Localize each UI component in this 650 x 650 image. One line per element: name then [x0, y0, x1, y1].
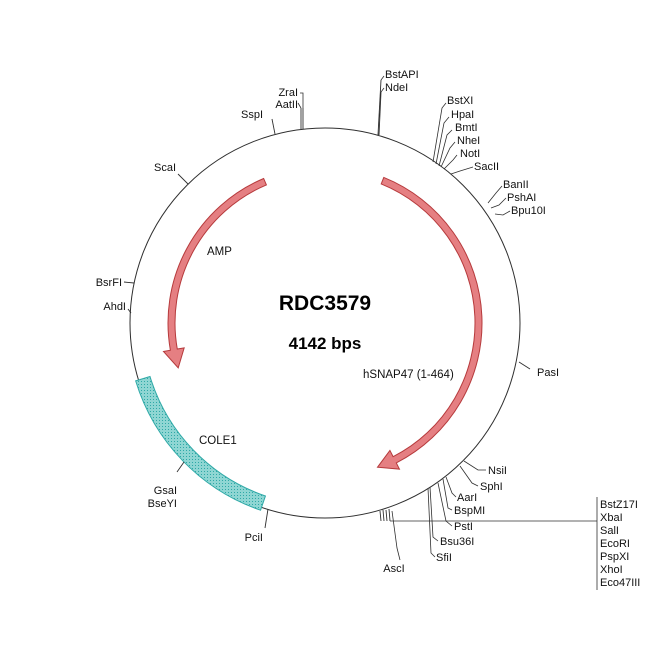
site-leader-bspmi [442, 478, 453, 511]
plasmid-size: 4142 bps [289, 334, 362, 353]
site-label-bseyi: BseYI [148, 498, 177, 510]
site-tick-sspi [271, 118, 276, 135]
feature-label-hsnap47: hSNAP47 (1-464) [363, 369, 454, 381]
site-leader-bmti [438, 129, 453, 167]
site-tick-pasi [518, 361, 531, 370]
site-label-bstz17i: BstZ17I [600, 499, 638, 511]
site-leader-aari [445, 476, 457, 498]
site-leader-ndei [380, 87, 385, 93]
site-tick-mcs-4 [388, 508, 391, 522]
site-leader-banii [487, 185, 503, 204]
site-label-scai: ScaI [154, 162, 176, 174]
site-label-pspxi: PspXI [600, 551, 629, 563]
site-label-eco47iii: Eco47III [600, 577, 640, 589]
site-label-pshai: PshAI [507, 192, 536, 204]
site-label-zrai: ZraI [278, 87, 298, 99]
site-label-psti: PstI [454, 521, 473, 533]
site-tick-ahdi [127, 308, 132, 314]
site-leader-sfii [427, 487, 436, 558]
feature-arrow-hsnap47[interactable] [376, 176, 483, 470]
site-tick-mcs-3 [385, 509, 388, 522]
site-label-banii: BanII [503, 179, 529, 191]
site-label-ecori: EcoRI [600, 538, 630, 550]
site-label-nhei: NheI [457, 135, 480, 147]
feature-label-cole1: COLE1 [199, 435, 237, 447]
site-tick-bsrfi [123, 281, 135, 284]
site-leader-bpu10i [494, 210, 511, 216]
site-leader-sphi [459, 465, 479, 487]
site-label-aatii: AatII [275, 99, 298, 111]
site-leader-nsii [463, 460, 486, 471]
site-label-gsai: GsaI [154, 485, 177, 497]
site-tick-scai [177, 173, 189, 185]
feature-arrow-amp[interactable] [162, 177, 268, 369]
plasmid-name: RDC3579 [279, 292, 371, 315]
site-label-xbai: XbaI [600, 512, 623, 524]
site-leader-noti [443, 154, 458, 170]
feature-label-amp: AMP [207, 246, 232, 258]
site-leader-asci [391, 510, 401, 561]
site-leader-bsu36i [429, 486, 439, 542]
site-label-pcii: PciI [245, 532, 263, 544]
site-label-aari: AarI [457, 492, 477, 504]
site-label-nsii: NsiI [488, 465, 507, 477]
plasmid-backbone [129, 127, 521, 519]
feature-box-cole1[interactable] [135, 375, 267, 511]
site-label-xhoi: XhoI [600, 564, 623, 576]
site-leader-bstxi [432, 102, 447, 163]
site-label-sfii: SfiI [436, 552, 452, 564]
site-label-ndei: NdeI [385, 82, 408, 94]
site-leader-aatii [297, 102, 302, 109]
site-leader-pshai [490, 197, 507, 209]
site-label-bmti: BmtI [455, 122, 478, 134]
site-label-bsrfi: BsrFI [96, 277, 122, 289]
site-label-sspi: SspI [241, 109, 263, 121]
site-label-sphi: SphI [480, 481, 503, 493]
site-label-bpu10i: Bpu10I [511, 205, 546, 217]
site-tick-mcs-2 [382, 509, 385, 522]
site-label-hpai: HpaI [451, 109, 474, 121]
site-lines [123, 75, 598, 590]
site-label-bspmi: BspMI [454, 505, 485, 517]
site-leader-zrai [300, 92, 304, 108]
site-label-bsu36i: Bsu36I [440, 536, 474, 548]
site-tick-mcs-1 [379, 510, 382, 522]
site-tick-pcii [264, 508, 269, 529]
site-label-pasi: PasI [537, 367, 559, 379]
site-tick-gsai [176, 461, 185, 473]
site-label-bstxi: BstXI [447, 95, 473, 107]
site-label-sacii: SacII [474, 161, 499, 173]
site-leader-hpai [435, 116, 450, 165]
site-label-ahdi: AhdI [103, 301, 126, 313]
site-leader-bstapi [380, 75, 385, 81]
feature-layer [135, 176, 483, 511]
site-label-noti: NotI [460, 148, 480, 160]
site-leader-sacii [450, 166, 474, 175]
site-tick-bstapi [377, 79, 382, 136]
site-tick-ndei [378, 91, 382, 136]
site-leader-nhei [440, 141, 456, 168]
site-label-sali: SalI [600, 525, 619, 537]
site-label-bstapi: BstAPI [385, 69, 419, 81]
site-label-asci: AscI [383, 563, 404, 575]
